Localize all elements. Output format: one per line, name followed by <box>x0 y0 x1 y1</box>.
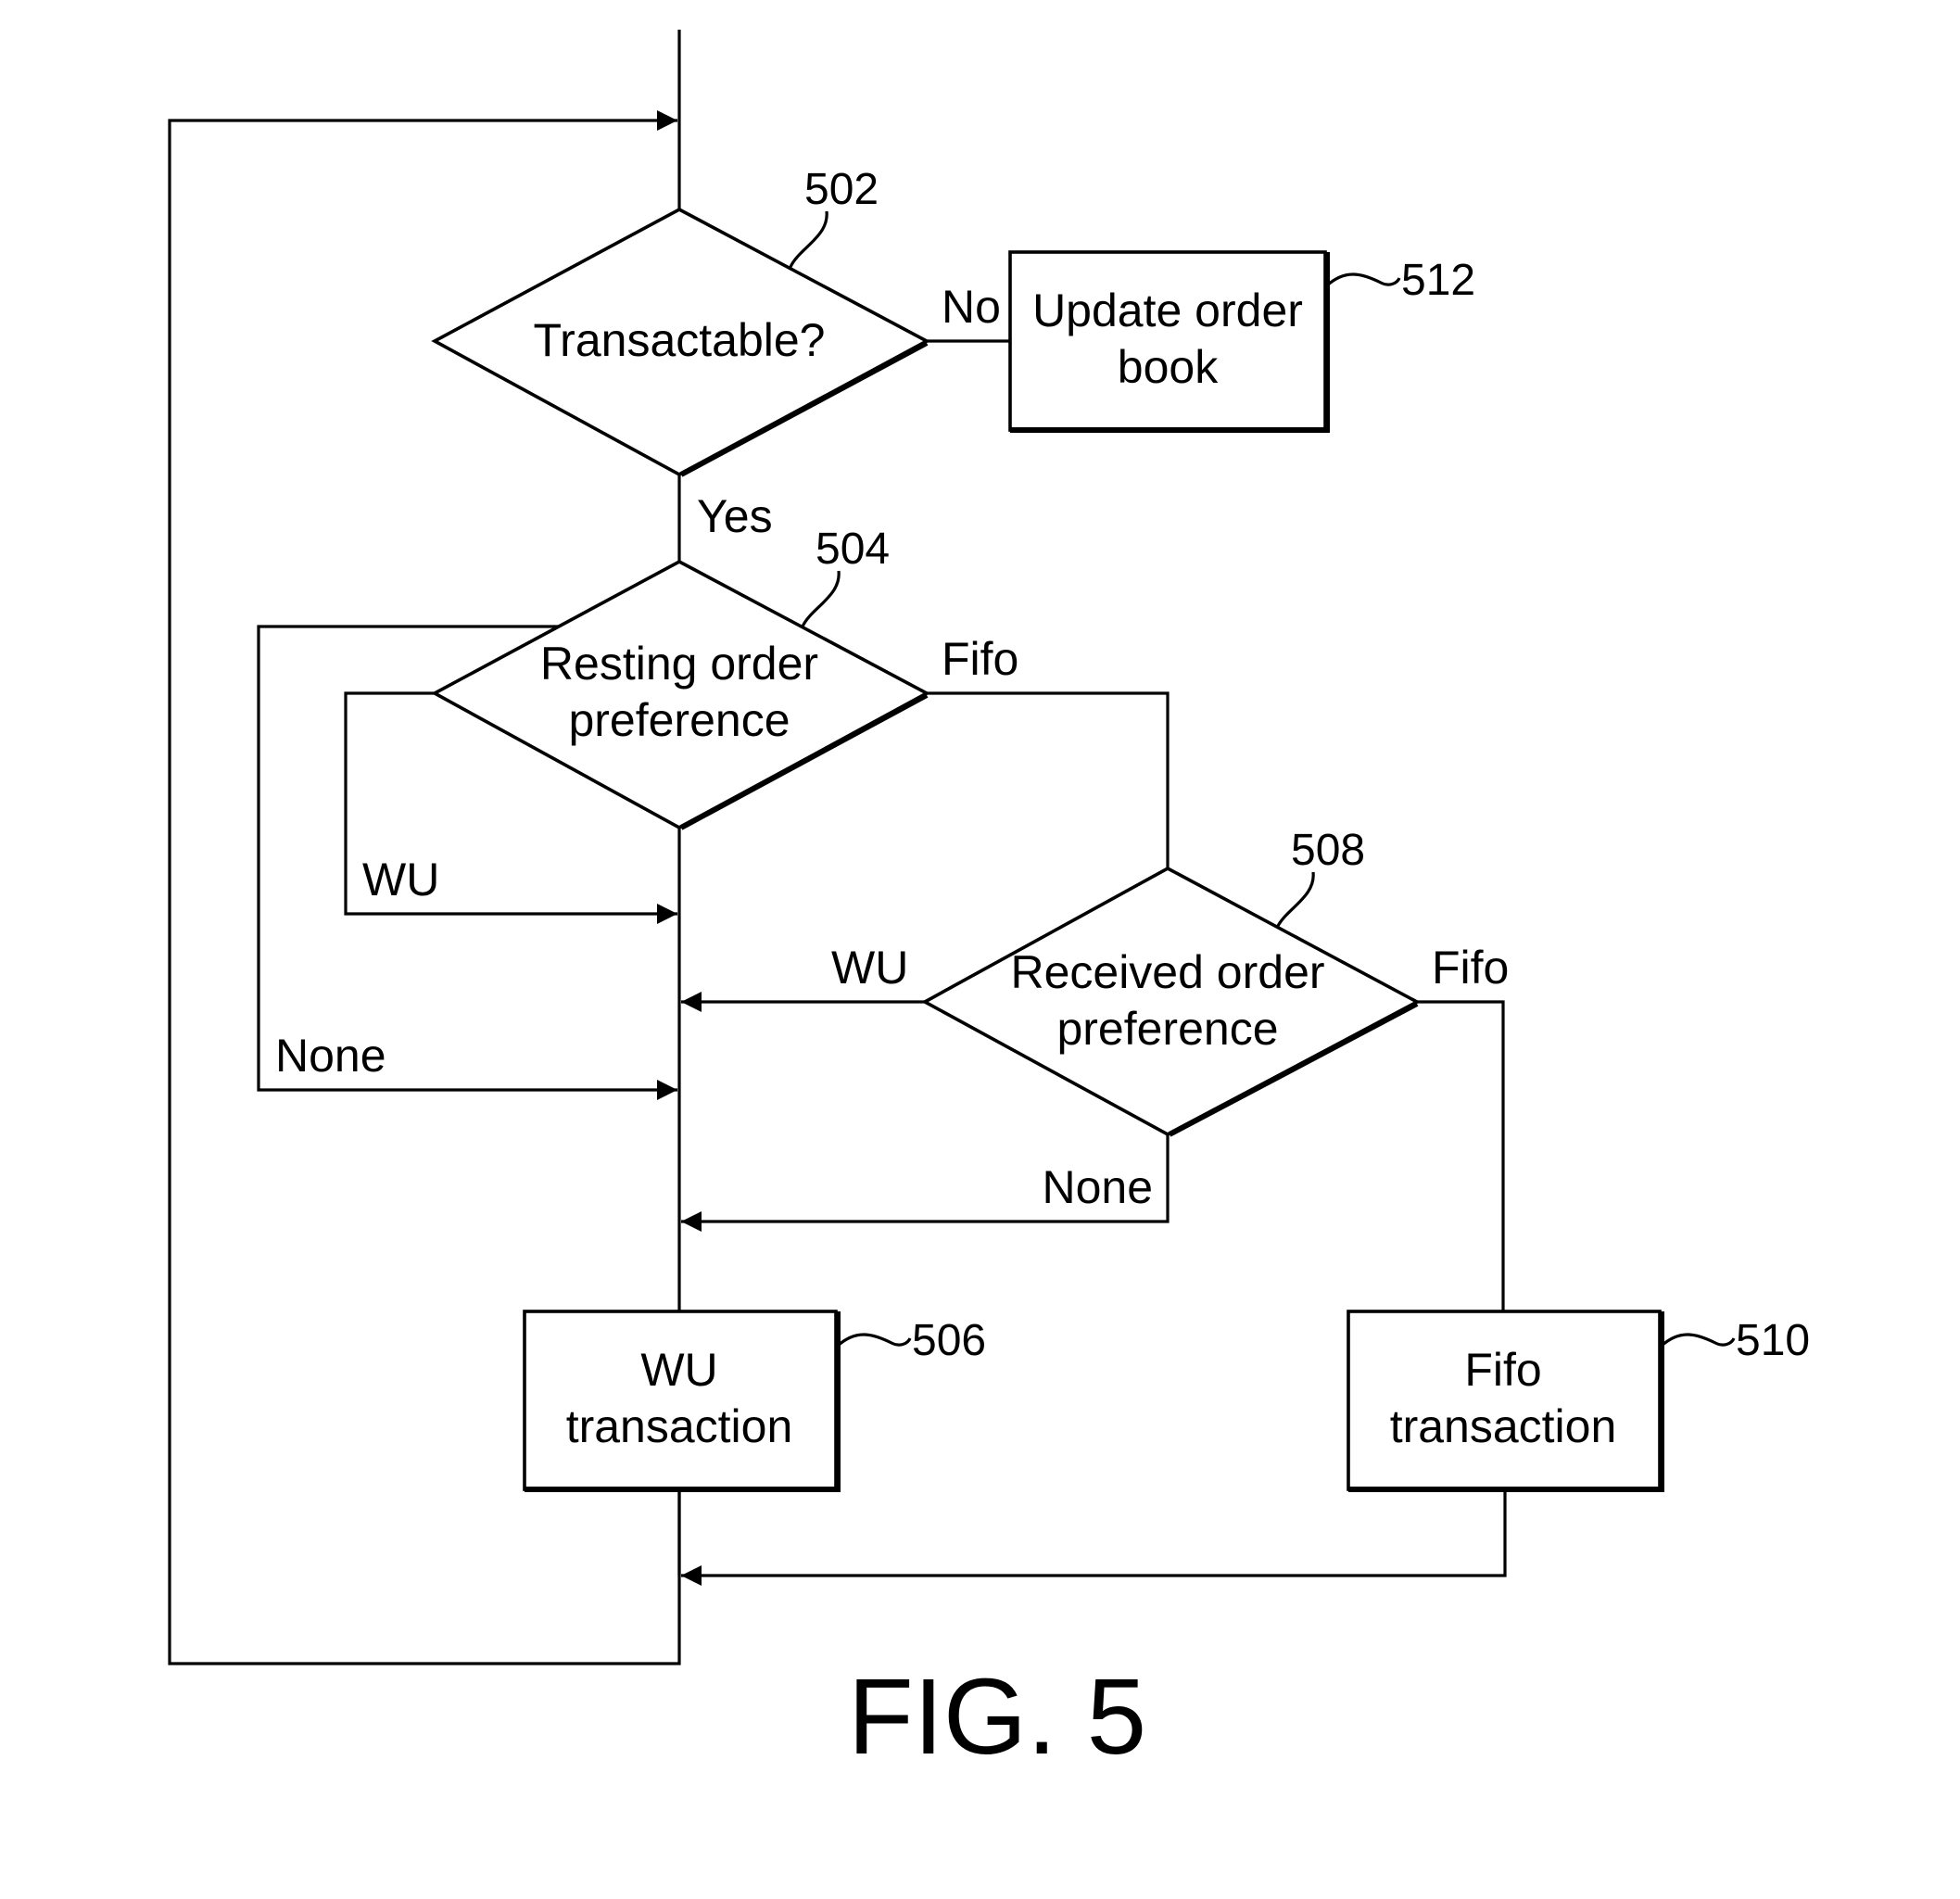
label-508-none: None <box>1042 1161 1153 1213</box>
process-510: Fifo transaction <box>1348 1311 1662 1489</box>
label-502-yes: Yes <box>697 490 773 542</box>
label-504-none: None <box>275 1030 386 1082</box>
decision-504: Resting order preference <box>435 562 927 828</box>
leader-508 <box>1277 872 1313 928</box>
label-504-fifo: Fifo <box>942 633 1018 685</box>
decision-508-text-line2: preference <box>1056 1003 1278 1055</box>
leader-512 <box>1327 274 1399 285</box>
ref-512: 512 <box>1401 256 1475 305</box>
leader-504 <box>803 571 839 627</box>
process-512-text-line1: Update order <box>1032 285 1303 336</box>
process-510-text-line1: Fifo <box>1464 1344 1541 1396</box>
ref-502: 502 <box>804 165 879 214</box>
ref-508: 508 <box>1291 826 1365 875</box>
edge-510-return <box>681 1489 1505 1576</box>
label-504-wu: WU <box>362 854 439 905</box>
decision-504-text-line1: Resting order <box>540 638 818 690</box>
decision-504-text-line2: preference <box>568 694 790 746</box>
leader-506 <box>838 1335 910 1346</box>
process-512-text-line2: book <box>1118 341 1219 393</box>
decision-508-text-line1: Received order <box>1010 946 1324 998</box>
label-508-wu: WU <box>831 942 908 994</box>
decision-508-diamond <box>925 868 1417 1134</box>
process-510-text-line2: transaction <box>1390 1400 1617 1452</box>
process-506-text-line2: transaction <box>566 1400 793 1452</box>
ref-506: 506 <box>912 1316 986 1365</box>
edge-508-fifo <box>1417 1002 1503 1311</box>
decision-502: Transactable? <box>435 209 927 475</box>
decision-502-text: Transactable? <box>534 314 826 366</box>
process-506-text-line1: WU <box>640 1344 717 1396</box>
leader-502 <box>790 211 827 267</box>
leader-510 <box>1662 1335 1734 1346</box>
edge-504-fifo <box>927 693 1168 868</box>
label-508-fifo: Fifo <box>1432 942 1509 994</box>
ref-510: 510 <box>1736 1316 1810 1365</box>
process-512: Update order book <box>1010 252 1327 430</box>
figure-label: FIG. 5 <box>848 1656 1146 1777</box>
ref-504: 504 <box>816 525 890 574</box>
process-506: WU transaction <box>525 1311 838 1489</box>
decision-508: Received order preference <box>925 868 1417 1134</box>
label-502-no: No <box>942 281 1001 333</box>
